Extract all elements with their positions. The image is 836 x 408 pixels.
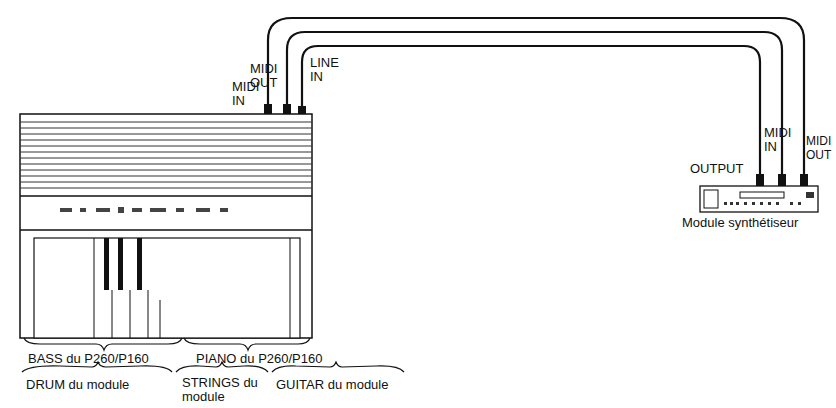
midi-cable [268, 18, 804, 182]
part-label: DRUM du module [26, 378, 176, 392]
plug [756, 174, 764, 186]
port-label: MIDI OUT [250, 62, 284, 90]
brace [24, 338, 182, 350]
plug [800, 174, 808, 186]
port-label: OUTPUT [690, 162, 760, 176]
braces [22, 338, 404, 372]
plugs [264, 104, 808, 186]
piano [20, 114, 312, 338]
device-name: Module synthétiseur [682, 216, 832, 230]
port-label: MIDI OUT [806, 134, 832, 162]
line-cable [302, 46, 760, 182]
brace [184, 338, 310, 350]
plug [778, 174, 786, 186]
part-label: GUITAR du module [276, 378, 426, 392]
port-label: LINE IN [310, 56, 350, 84]
port-label: MIDI IN [764, 126, 796, 154]
synth-module [700, 186, 818, 212]
part-label: STRINGS du module [182, 376, 262, 404]
cables [268, 18, 804, 182]
midi-cable [287, 32, 782, 182]
part-label: PIANO du P260/P160 [196, 352, 376, 366]
part-label: BASS du P260/P160 [28, 352, 188, 366]
